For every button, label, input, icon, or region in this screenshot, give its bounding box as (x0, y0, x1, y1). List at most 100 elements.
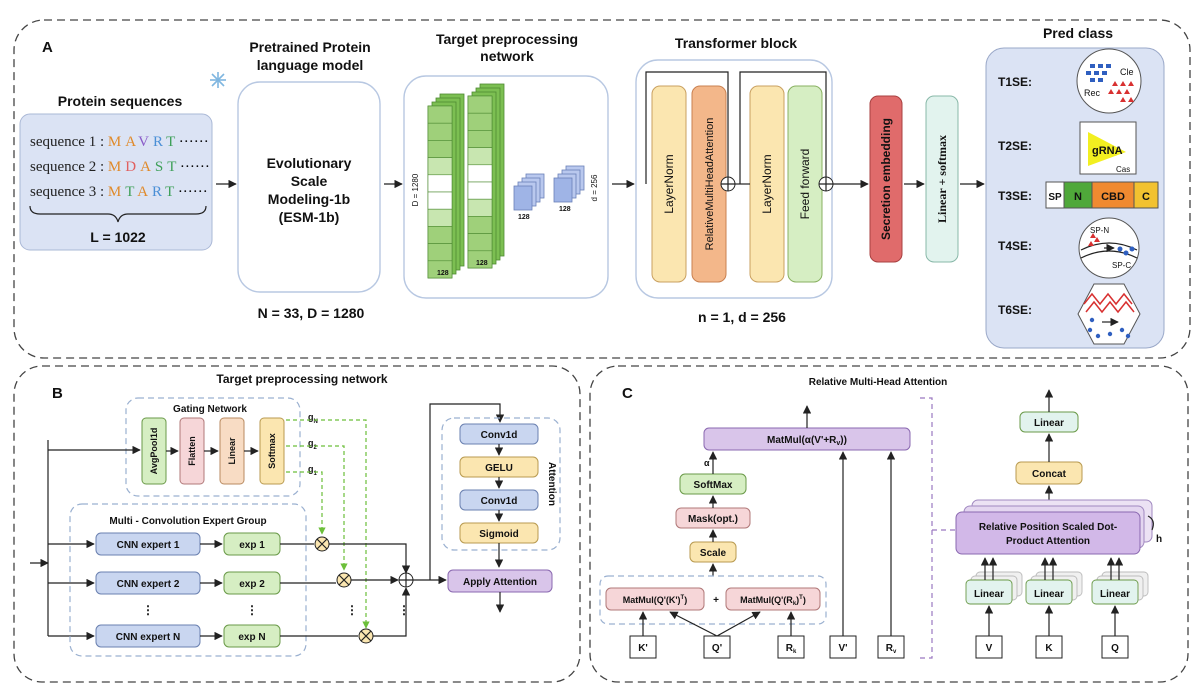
t3se-n: N (1074, 191, 1082, 203)
transformer-layernorm-2-label: LayerNorm (760, 154, 774, 213)
tpn-128-b: 128 (476, 260, 488, 267)
linear-stack-layer (1025, 579, 1073, 605)
transformer-layernorm-1-label: LayerNorm (662, 154, 676, 213)
panel-c-frame (589, 365, 1189, 683)
matmul-qr-label: MatMul(Q'(Rk)T) (740, 595, 806, 607)
cnn-expert-n-label: CNN expert N (116, 632, 180, 643)
matmul-qk-label: MatMul(Q'(K')T) (623, 595, 687, 605)
input-k-label: K (1045, 643, 1053, 654)
softmax-label: SoftMax (694, 480, 733, 491)
tpn-green-cell (467, 164, 493, 183)
mult-vdots: ⋮ (346, 603, 358, 617)
tpn-green-cell (467, 216, 493, 234)
class-t3se: T3SE: (998, 189, 1032, 203)
right-linear-k-label: Linear (1034, 589, 1064, 600)
attn-sigmoid-label: Sigmoid (479, 529, 518, 540)
t6se-icon (1077, 283, 1141, 345)
gate-g1: g1 (308, 464, 318, 477)
tpn-green-cell (467, 130, 493, 148)
tpn-title-line2: network (480, 48, 534, 64)
tpn-green-cell (427, 243, 453, 262)
gate-2-line (286, 445, 348, 571)
tpn-d1280-label: D = 1280 (411, 173, 420, 206)
gate-n-line (286, 419, 370, 629)
tpn-feature-stacks (427, 83, 585, 279)
sequence-box (19, 113, 213, 251)
gating-network-box (125, 397, 301, 497)
attn-conv1d-1-label: Conv1d (481, 430, 518, 441)
tpn-128-a: 128 (437, 270, 449, 277)
scale-label: Scale (700, 548, 727, 559)
t2se-grna-label: gRNA (1092, 145, 1123, 157)
exp-n-label: exp N (238, 632, 265, 643)
panel-a-frame (13, 19, 1191, 359)
tpn-green-cell (427, 157, 453, 176)
attention-label: Attention (546, 462, 557, 506)
cnn-expert-2-label: CNN expert 2 (117, 579, 180, 590)
exp-2-label: exp 2 (239, 579, 265, 590)
matmul-top-label: MatMul(α(V'+Rv)) (767, 435, 847, 447)
esm-line-4: (ESM-1b) (279, 209, 340, 225)
t3se-sp: SP (1048, 192, 1062, 203)
panel-b: B Target preprocessing network Gating Ne… (13, 365, 581, 683)
input-v-label: V (986, 643, 993, 654)
input-v-prime-label: V' (838, 643, 847, 654)
exp-1-label: exp 1 (239, 540, 265, 551)
plm-box (237, 81, 381, 293)
heads-label: h (1156, 534, 1162, 545)
t1se-cle-label: Cle (1120, 67, 1134, 77)
tpn-green-cell (467, 250, 493, 269)
panel-b-label: B (52, 385, 63, 402)
t2se-icon: gRNA Cas (1079, 121, 1137, 175)
tpn-green-cell (467, 198, 493, 217)
gating-title: Gating Network (173, 404, 247, 415)
rpsdpa-block (955, 511, 1141, 555)
secretion-embedding-label: Secretion embedding (879, 118, 893, 240)
cnn-expert-1-label: CNN expert 1 (117, 540, 180, 551)
input-q-prime-label: Q' (712, 643, 722, 654)
tpn-title-line1: Target preprocessing (436, 31, 578, 47)
expert-group-box (69, 503, 307, 657)
gate-g2: g2 (308, 438, 318, 451)
tpn-d256-label: d = 256 (590, 174, 599, 201)
t1se-rec-label: Rec (1084, 88, 1101, 98)
tpn-green-cell (467, 233, 493, 252)
gating-softmax (259, 417, 285, 485)
t3se-icon: SP N CBD C (1045, 181, 1159, 209)
secretion-embedding-block (869, 95, 903, 263)
rpsdpa-line1: Relative Position Scaled Dot- (979, 522, 1117, 533)
snowflake-icon (210, 72, 226, 88)
matmul-qr (725, 587, 821, 611)
plm-title-line2: language model (257, 57, 364, 73)
expert-group-title: Multi - Convolution Expert Group (109, 516, 266, 527)
input-q-label: Q (1111, 643, 1119, 654)
protein-sequences-title: Protein sequences (58, 93, 183, 109)
apply-attention-label: Apply Attention (463, 577, 537, 588)
right-linear-top-label: Linear (1034, 418, 1064, 429)
tpn-green-cell (427, 174, 453, 193)
t4se-icon: SP-N SP-C (1078, 217, 1140, 279)
tpn-blue-layer (513, 185, 533, 211)
input-rv-label: Rv (886, 643, 897, 655)
panel-b-frame (13, 365, 581, 683)
gating-linear-label: Linear (227, 437, 237, 465)
rpsdpa-line2: Product Attention (1006, 536, 1090, 547)
input-rk-label: Rk (786, 643, 797, 655)
tpn-green-cell (427, 208, 453, 227)
tpn-green-cell (427, 122, 453, 141)
length-label: L = 1022 (90, 229, 146, 245)
pred-class-title: Pred class (1043, 25, 1113, 41)
esm-line-1: Evolutionary (267, 155, 352, 171)
tpn-128-c: 128 (518, 214, 530, 221)
class-t4se: T4SE: (998, 239, 1032, 253)
tpn-blue-layer (553, 177, 573, 203)
plm-title-line1: Pretrained Protein (249, 39, 370, 55)
expert-vdots: ⋮ (142, 603, 154, 617)
gating-flatten-label: Flatten (187, 436, 197, 466)
